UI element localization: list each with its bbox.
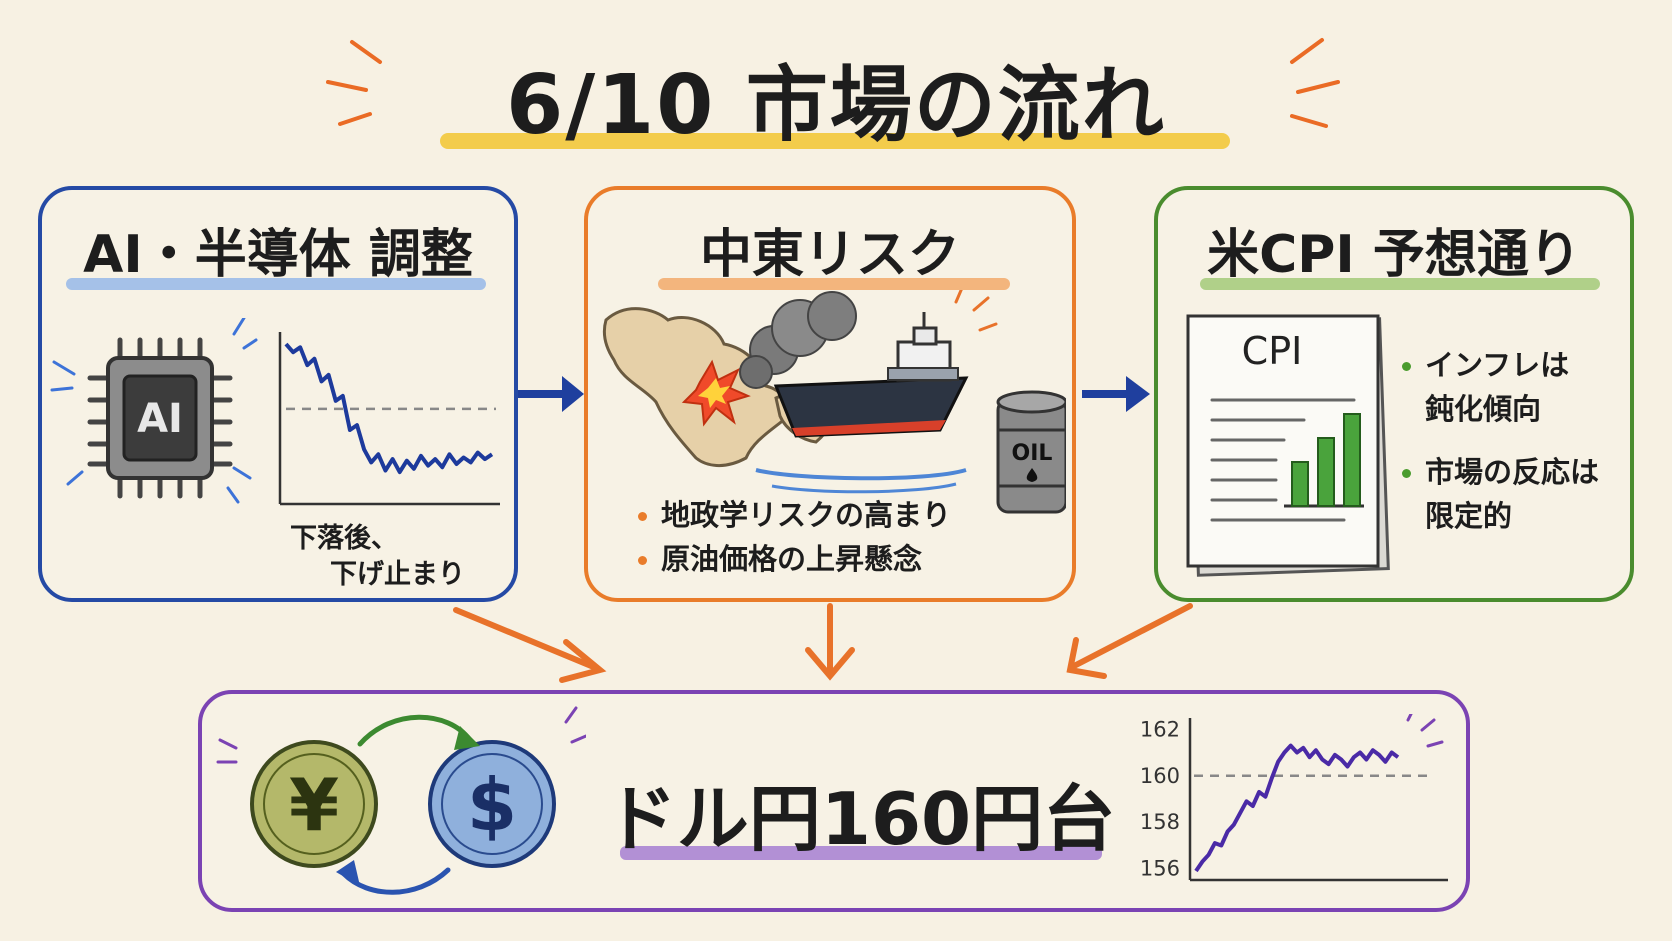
me-bullet-1: 地政学リスクの高まり — [638, 494, 951, 538]
ai-chart-line — [284, 342, 494, 475]
barrel-label: OIL — [1012, 441, 1053, 466]
cpi-title-highlight — [1200, 278, 1600, 290]
usd-tick-label: 162 — [1140, 717, 1180, 741]
currency-exchange-illustration: ¥ $ — [216, 706, 586, 895]
chip-sparkle-icon — [50, 318, 258, 504]
tanker-ship-icon — [755, 312, 969, 494]
smoke-icon — [739, 291, 857, 389]
arrow-cpi-to-usd-icon — [1066, 603, 1193, 679]
me-panel-title: 中東リスク — [699, 225, 960, 285]
cpi-bullet-2: 市場の反応は — [1402, 451, 1599, 495]
arrow-me-to-cpi-icon — [1082, 376, 1150, 412]
dollar-symbol: $ — [467, 763, 517, 847]
usd-tick-label: 156 — [1140, 857, 1180, 881]
usdjpy-chart: 162 160 158 156 — [1140, 714, 1448, 882]
ai-chart-note-line1: 下落後、 — [290, 523, 398, 554]
oil-barrel-icon: OIL — [996, 390, 1066, 514]
cpi-bullet-1: インフレは — [1402, 344, 1599, 388]
middle-east-illustration: OIL — [602, 290, 1066, 514]
cpi-report-icon: CPI — [1186, 314, 1390, 577]
arrow-me-to-usd-icon — [805, 603, 855, 681]
bullet-dot — [638, 512, 647, 521]
cpi-bar — [1343, 413, 1361, 507]
cpi-bullet-2-cont: 限定的 — [1425, 498, 1513, 533]
ai-chart-note-line2: 下げ止まり — [330, 559, 465, 590]
me-bullet-list: 地政学リスクの高まり 原油価格の上昇懸念 — [638, 494, 951, 581]
yen-symbol: ¥ — [289, 763, 339, 847]
cpi-panel-title: 米CPI 予想通り — [1207, 225, 1581, 285]
ai-chip-icon: AI — [50, 318, 258, 504]
chart-sparkle-icon — [1406, 714, 1444, 748]
cpi-bar — [1291, 461, 1309, 507]
usd-tick-label: 158 — [1140, 810, 1180, 834]
bullet-dot — [1402, 362, 1411, 371]
title-sparkle-left-icon — [326, 40, 382, 126]
me-bullet-2: 原油価格の上昇懸念 — [638, 538, 951, 582]
exchange-arrow-top-icon — [357, 714, 473, 747]
coin-sparkle-icon — [216, 706, 586, 764]
title-sparkle-right-icon — [1290, 38, 1340, 128]
usd-chart-line — [1194, 743, 1400, 873]
title-highlight — [440, 133, 1230, 149]
exchange-arrow-bottom-icon — [341, 867, 451, 895]
doc-label: CPI — [1242, 329, 1303, 373]
arrow-ai-to-me-icon — [516, 376, 584, 412]
map-icon — [602, 307, 790, 467]
ai-panel-title: AI・半導体 調整 — [83, 225, 473, 285]
usdjpy-title: ドル円160円台 — [604, 777, 1116, 861]
cpi-bullet-list: インフレは 鈍化傾向 市場の反応は 限定的 — [1402, 344, 1599, 538]
ai-price-chart — [278, 332, 500, 506]
usdjpy-panel — [198, 690, 1470, 912]
ai-title-highlight — [66, 278, 486, 290]
cpi-bar — [1317, 437, 1335, 507]
dollar-coin-icon — [428, 740, 556, 868]
usd-title-highlight — [620, 846, 1102, 860]
chip-label: AI — [137, 396, 183, 442]
me-title-highlight — [658, 278, 1010, 290]
bullet-dot — [1402, 469, 1411, 478]
usd-tick-label: 160 — [1140, 764, 1180, 788]
bullet-dot — [638, 555, 647, 565]
yen-coin-icon — [250, 740, 378, 868]
arrow-ai-to-usd-icon — [453, 607, 607, 683]
ship-alert-icon — [954, 290, 998, 332]
page-title: 6/10 市場の流れ — [506, 58, 1166, 153]
cpi-bullet-1-cont: 鈍化傾向 — [1425, 391, 1542, 426]
